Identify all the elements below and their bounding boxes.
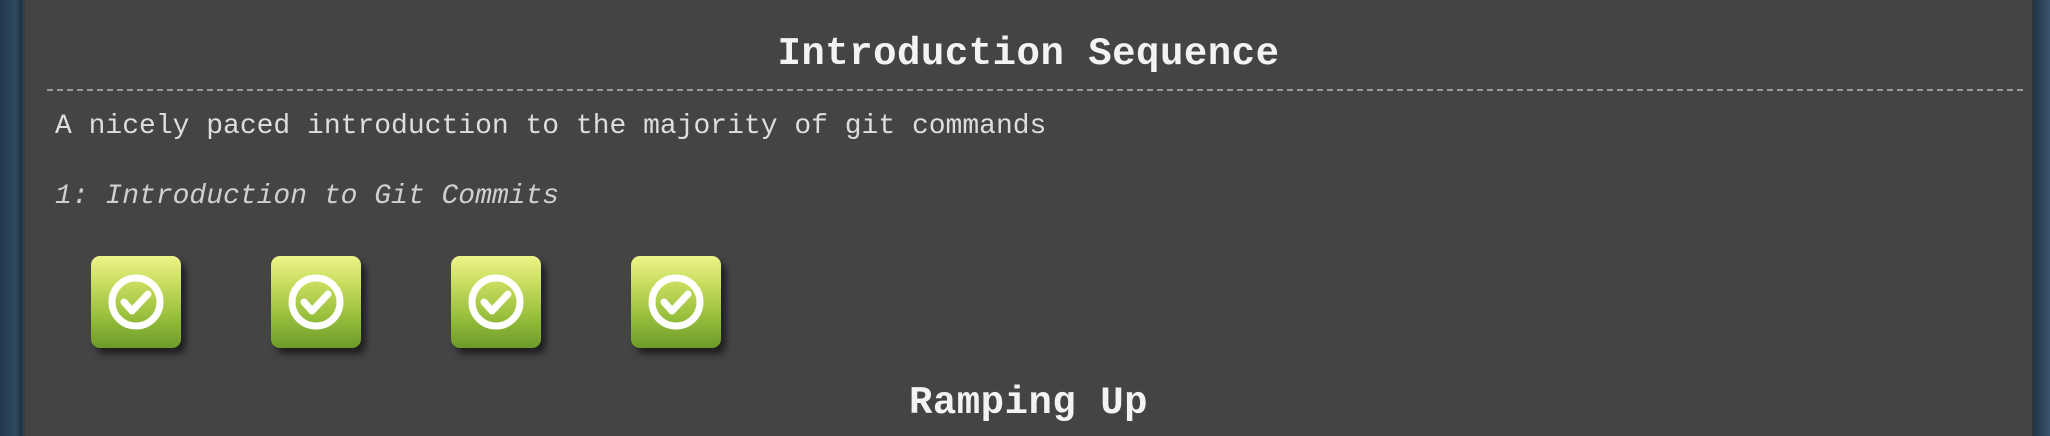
level-button-1[interactable] — [91, 256, 181, 348]
level-button-4[interactable] — [631, 256, 721, 348]
check-circle-icon — [648, 274, 704, 330]
title-divider — [47, 89, 2023, 91]
next-sequence-title: Ramping Up — [908, 381, 1149, 425]
sequence-title: Introduction Sequence — [777, 32, 1280, 76]
check-circle-icon — [288, 274, 344, 330]
level-button-3[interactable] — [451, 256, 541, 348]
level-name: 1: Introduction to Git Commits — [55, 181, 560, 212]
sequence-description: A nicely paced introduction to the major… — [55, 111, 1047, 142]
level-select-panel: Introduction Sequence A nicely paced int… — [24, 0, 2033, 436]
level-button-2[interactable] — [271, 256, 361, 348]
level-list — [91, 256, 721, 348]
check-circle-icon — [108, 274, 164, 330]
check-circle-icon — [468, 274, 524, 330]
window-right-edge — [2031, 0, 2050, 436]
window-left-edge — [0, 0, 22, 436]
